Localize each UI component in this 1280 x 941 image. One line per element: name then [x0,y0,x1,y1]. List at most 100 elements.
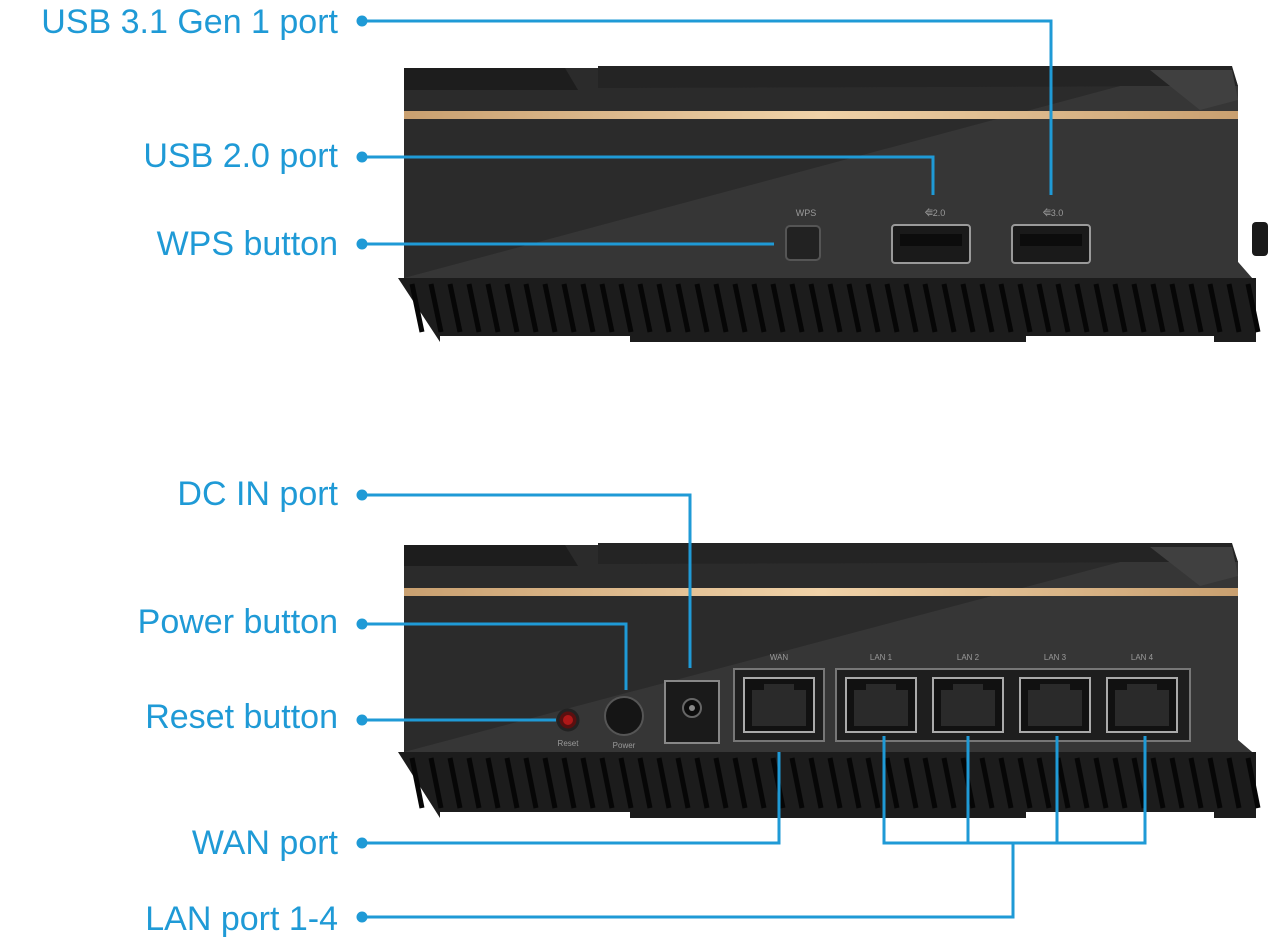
wan-port [743,677,815,733]
vent-slat [580,283,596,333]
vent-slat [1188,757,1204,809]
vent-slat [485,757,501,809]
label-lan-ports: LAN port 1-4 [145,900,338,938]
vent-slat [466,757,482,809]
vent-slat [922,283,938,333]
label-power-button: Power button [137,603,338,641]
vent-slat [827,283,843,333]
label-usb31-port: USB 3.1 Gen 1 port [41,3,338,41]
vent-slat [694,283,710,333]
wps-print: WPS [796,208,817,218]
vent-slat [941,757,957,809]
vent-slat [637,283,653,333]
label-usb20-port: USB 2.0 port [143,137,338,175]
vent-slat [1017,757,1033,809]
vent-slat [713,757,729,809]
vent-slat [656,757,672,809]
vent-slat [542,283,558,333]
label-dcin-port: DC IN port [177,475,338,513]
vent-slat [751,283,767,333]
vent-slat [599,757,615,809]
bottom-leader-lines [362,493,1147,919]
lan-port-4 [1106,677,1178,733]
power-print: Power [613,741,636,750]
reset-print: Reset [558,739,580,748]
vent-slat [922,757,938,809]
vent-slat [637,757,653,809]
vent-slat [694,757,710,809]
vent-slat [447,757,463,809]
vent-slat [1093,757,1109,809]
vent-slat [1112,283,1128,333]
vent-slat [998,757,1014,809]
vent-slat [827,757,843,809]
vent-slat [599,283,615,333]
dot-power [356,618,368,630]
vent-slat [409,283,425,333]
power-button[interactable] [604,696,644,736]
vent-slat [675,757,691,809]
vent-slat [447,283,463,333]
vent-slat [618,283,634,333]
vent-slat [1017,283,1033,333]
dot-wps [356,238,368,250]
vent-slat [979,757,995,809]
vent-slat [485,283,501,333]
wps-button[interactable] [785,225,821,261]
lan-port-2 [932,677,1004,733]
vent-slat [808,283,824,333]
vent-slat [1207,283,1223,333]
vent-slat [1074,283,1090,333]
vent-slat [561,757,577,809]
vent-slat [1169,283,1185,333]
vent-slat [789,283,805,333]
vent-slat [903,757,919,809]
vent-slat [1036,283,1052,333]
lan3-print: LAN 3 [1044,653,1067,662]
vent-slat [1245,283,1261,333]
vent-slat [466,283,482,333]
vent-slat [1150,283,1166,333]
dot-usb31 [356,15,368,27]
vent-slat [732,283,748,333]
lan2-print: LAN 2 [957,653,980,662]
vent-slat [1207,757,1223,809]
dot-usb20 [356,151,368,163]
vent-slat [428,757,444,809]
vent-slat [1169,757,1185,809]
vent-slat [865,283,881,333]
top-leader-lines [362,19,1053,246]
vent-slat [1036,757,1052,809]
vent-slat [1131,283,1147,333]
dot-reset [356,714,368,726]
vent-slat [542,757,558,809]
wan-print: WAN [770,653,789,662]
vent-slat [846,283,862,333]
usb31-print: ⭅3.0 [1043,208,1064,218]
dot-dcin [356,489,368,501]
vent-slat [770,283,786,333]
vent-slat [1055,757,1071,809]
lan-port-1 [845,677,917,733]
vent-slat [960,283,976,333]
vent-slat [998,283,1014,333]
vent-slat [941,283,957,333]
vent-slat [580,757,596,809]
vent-slat [1093,283,1109,333]
vent-slat [1074,757,1090,809]
vent-slat [789,757,805,809]
vent-slat [865,757,881,809]
label-wan-port: WAN port [191,824,338,862]
router-bottom-view: Reset Power WAN LAN 1 LAN 2 LAN 3 LAN 4 [398,543,1261,818]
lan4-print: LAN 4 [1131,653,1154,662]
vent-slat [713,283,729,333]
vent-slat [428,283,444,333]
usb20-print: ⭅2.0 [925,208,946,218]
vent-slat [1226,283,1242,333]
vent-slat [1245,757,1261,809]
vent-slat [1226,757,1242,809]
router-top-view: WPS ⭅2.0 ⭅3.0 [398,66,1268,342]
dot-lan [356,911,368,923]
